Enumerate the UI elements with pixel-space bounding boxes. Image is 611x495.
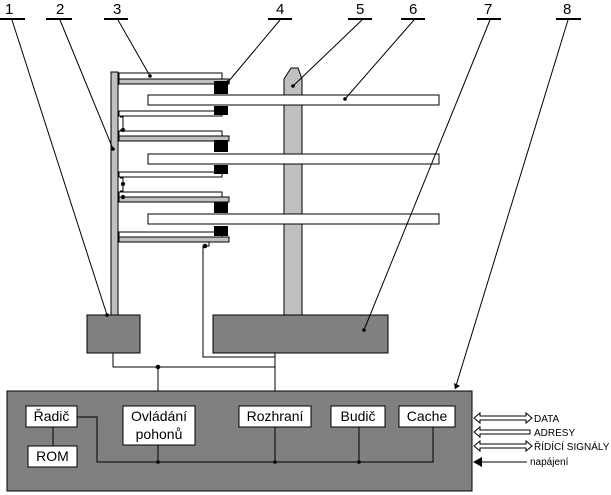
rozhrani-label: Rozhraní	[247, 408, 304, 424]
budic-label: Budič	[340, 408, 375, 424]
callout-6-number: 6	[409, 1, 417, 18]
cache-label: Cache	[407, 408, 448, 424]
platter-1	[147, 94, 440, 106]
napajeni-label: napájení	[530, 457, 569, 468]
read-write-heads	[214, 81, 228, 236]
ridici-double-arrow-icon	[473, 439, 533, 453]
callout-1-number: 1	[5, 1, 13, 18]
arm-guide-3	[118, 130, 223, 137]
callout-8: 8	[556, 1, 581, 20]
adresy-label: ADRESY	[534, 428, 575, 439]
signal-data: DATA	[473, 411, 560, 425]
callout-2: 2	[46, 1, 72, 20]
leader-lines	[11, 19, 569, 390]
module-rom: ROM	[27, 445, 78, 468]
head-4	[214, 165, 228, 174]
callout-3-number: 3	[113, 1, 121, 18]
arm-guide-2	[118, 110, 223, 117]
head-arm-1	[118, 78, 230, 85]
callout-3: 3	[104, 1, 128, 20]
head-6	[214, 226, 228, 236]
adresy-arrow-icon	[473, 425, 531, 439]
callout-8-number: 8	[563, 1, 571, 18]
callout-6: 6	[401, 1, 425, 20]
head-arm-2	[118, 135, 230, 142]
module-rozhrani: Rozhraní	[238, 405, 312, 428]
head-2	[214, 106, 228, 115]
arm-guide-5	[118, 191, 223, 198]
data-double-arrow-icon	[473, 411, 533, 425]
signal-ridici: ŘÍDÍCÍ SIGNÁLY	[473, 439, 610, 453]
callout-2-number: 2	[56, 1, 64, 18]
callout-4: 4	[268, 1, 292, 20]
callout-7: 7	[477, 1, 501, 20]
connection-wires	[112, 242, 276, 404]
bus-junctions	[156, 460, 361, 464]
arm-guide-6	[118, 231, 223, 238]
signal-napajeni: napájení	[473, 457, 569, 468]
ovladani-label-line2: pohonů	[136, 426, 183, 442]
napajeni-arrow-icon	[473, 457, 482, 467]
data-label: DATA	[534, 414, 560, 425]
callout-5-number: 5	[356, 1, 364, 18]
module-budic: Budič	[330, 405, 386, 428]
head-wires	[120, 116, 126, 200]
actuator-pivot	[110, 71, 119, 317]
callout-8-arrowhead	[454, 383, 460, 389]
callout-7-number: 7	[484, 1, 492, 18]
arm-guide-4	[118, 171, 223, 178]
head-arm-3	[118, 196, 230, 203]
leader-dots	[105, 74, 366, 332]
ridici-label: ŘÍDÍCÍ SIGNÁLY	[534, 440, 610, 453]
callout-4-number: 4	[276, 1, 284, 18]
actuator-motor	[86, 314, 141, 354]
callout-5: 5	[348, 1, 372, 20]
head-5	[214, 202, 228, 213]
module-ovladani-pohonu: Ovládání pohonů	[122, 405, 196, 446]
module-radic: Řadič	[25, 405, 78, 428]
head-3	[214, 140, 228, 152]
platter-2	[147, 153, 440, 165]
ovladani-label-line1: Ovládání	[131, 408, 187, 424]
rom-label: ROM	[36, 448, 69, 464]
callout-1: 1	[0, 1, 25, 20]
head-1	[214, 81, 228, 94]
platter-3	[147, 213, 440, 225]
radic-label: Řadič	[34, 408, 70, 424]
spindle-motor	[212, 314, 389, 354]
head-arms	[118, 72, 230, 243]
internal-bus	[52, 416, 434, 463]
arm-guide-1	[118, 72, 223, 80]
module-cache: Cache	[398, 405, 456, 428]
signal-adresy: ADRESY	[473, 425, 575, 439]
head-arm-4	[118, 236, 230, 243]
